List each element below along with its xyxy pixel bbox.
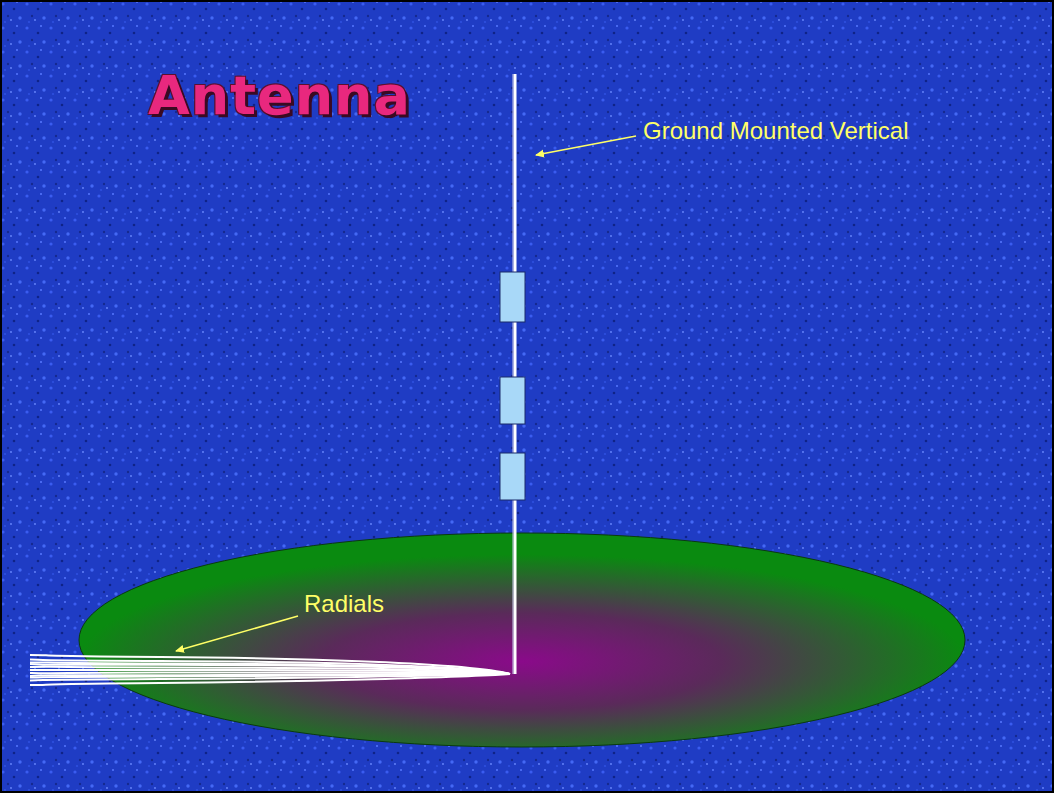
- trap-coil: [500, 377, 525, 424]
- radials-label: Radials: [304, 590, 384, 618]
- trap-coil: [500, 272, 525, 322]
- leader-arrow: [176, 616, 298, 651]
- ground-plane: [79, 533, 965, 747]
- radial-wire: [30, 655, 510, 674]
- trap-coil: [500, 453, 525, 500]
- antenna-label: Ground Mounted Vertical: [643, 117, 909, 145]
- slide-title: Antenna: [148, 64, 411, 127]
- vertical-element: [514, 74, 517, 674]
- radial-wire: [30, 674, 510, 685]
- leader-arrow: [536, 136, 636, 155]
- radial-wire: [30, 660, 510, 675]
- radial-wire: [30, 662, 510, 674]
- radial-wire: [30, 674, 510, 678]
- radials: [30, 655, 510, 685]
